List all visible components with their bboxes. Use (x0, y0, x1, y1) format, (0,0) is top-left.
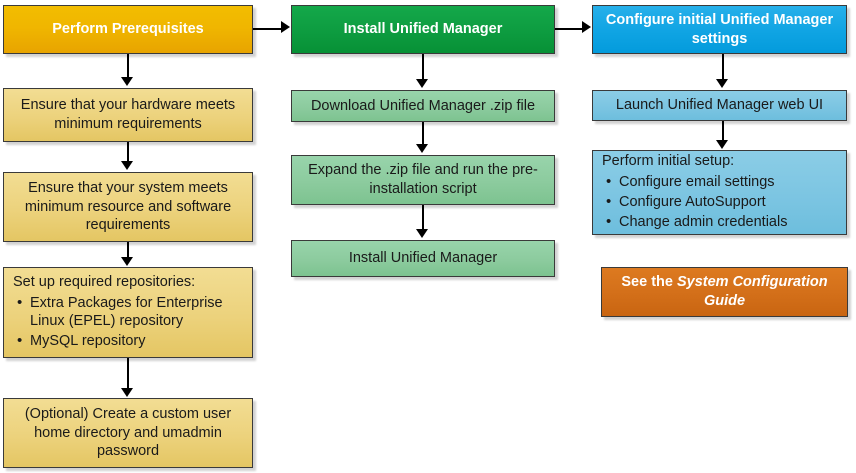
list-item: Extra Packages for Enterprise Linux (EPE… (17, 293, 243, 332)
arrow-head-c3-1 (716, 79, 729, 88)
node-expand-zip-run-script[interactable]: Expand the .zip file and run the pre-ins… (291, 155, 555, 205)
connector-c2-1 (422, 54, 424, 81)
node-label: Expand the .zip file and run the pre-ins… (308, 162, 538, 197)
node-bullet-list: Extra Packages for Enterprise Linux (EPE… (13, 293, 243, 352)
node-lead-label: Set up required repositories: (13, 273, 196, 290)
node-label: Ensure that your hardware meets minimum … (20, 97, 236, 132)
node-ensure-hardware[interactable]: Ensure that your hardware meets minimum … (3, 88, 253, 142)
arrow-head-col1-col2 (281, 21, 290, 34)
node-ensure-system[interactable]: Ensure that your system meets minimum re… (3, 172, 253, 242)
connector-c3-2 (722, 121, 724, 142)
connector-col2-col3 (555, 28, 584, 30)
node-bullet-list: Configure email settings Configure AutoS… (602, 172, 837, 232)
list-item: Change admin credentials (606, 212, 837, 232)
arrow-head-col2-col3 (582, 21, 591, 34)
list-item: MySQL repository (17, 331, 243, 351)
node-label: Configure initial Unified Manager settin… (605, 11, 834, 47)
node-label-prefix: See the (621, 274, 677, 291)
connector-c1-4 (127, 358, 129, 390)
node-install-unified-manager-header[interactable]: Install Unified Manager (291, 5, 555, 54)
connector-c3-1 (722, 54, 724, 81)
connector-c2-3 (422, 205, 424, 231)
node-label: Ensure that your system meets minimum re… (24, 180, 232, 234)
connector-c1-2 (127, 142, 129, 164)
node-optional-custom-user[interactable]: (Optional) Create a custom user home dir… (3, 398, 253, 468)
node-label: Launch Unified Manager web UI (615, 97, 824, 114)
arrow-head-c2-3 (416, 229, 429, 238)
node-setup-repositories[interactable]: Set up required repositories: Extra Pack… (3, 267, 253, 358)
node-label: Install Unified Manager (348, 250, 498, 267)
node-label: See the System Configuration Guide (602, 269, 847, 314)
node-launch-web-ui[interactable]: Launch Unified Manager web UI (592, 90, 847, 121)
node-label: (Optional) Create a custom user home dir… (24, 406, 232, 460)
node-see-system-configuration-guide[interactable]: See the System Configuration Guide (601, 267, 848, 317)
node-install-unified-manager[interactable]: Install Unified Manager (291, 240, 555, 277)
arrow-head-c1-3 (121, 257, 134, 266)
node-configure-settings-header[interactable]: Configure initial Unified Manager settin… (592, 5, 847, 54)
node-label: Perform Prerequisites (52, 21, 204, 38)
node-perform-initial-setup[interactable]: Perform initial setup: Configure email s… (592, 150, 847, 235)
arrow-head-c2-1 (416, 79, 429, 88)
node-label: Download Unified Manager .zip file (310, 97, 536, 114)
connector-c1-3 (127, 242, 129, 260)
list-item: Configure email settings (606, 172, 837, 192)
node-label-emphasis: System Configuration Guide (676, 274, 828, 309)
node-download-zip[interactable]: Download Unified Manager .zip file (291, 90, 555, 122)
connector-col1-col2 (253, 28, 283, 30)
connector-c1-1 (127, 54, 129, 79)
connector-c2-2 (422, 122, 424, 146)
node-label: Install Unified Manager (343, 21, 503, 38)
arrow-head-c1-2 (121, 161, 134, 170)
node-lead-label: Perform initial setup: (602, 153, 735, 170)
list-item: Configure AutoSupport (606, 192, 837, 212)
arrow-head-c1-4 (121, 388, 134, 397)
arrow-head-c2-2 (416, 144, 429, 153)
arrow-head-c1-1 (121, 77, 134, 86)
node-perform-prerequisites[interactable]: Perform Prerequisites (3, 5, 253, 54)
arrow-head-c3-2 (716, 140, 729, 149)
